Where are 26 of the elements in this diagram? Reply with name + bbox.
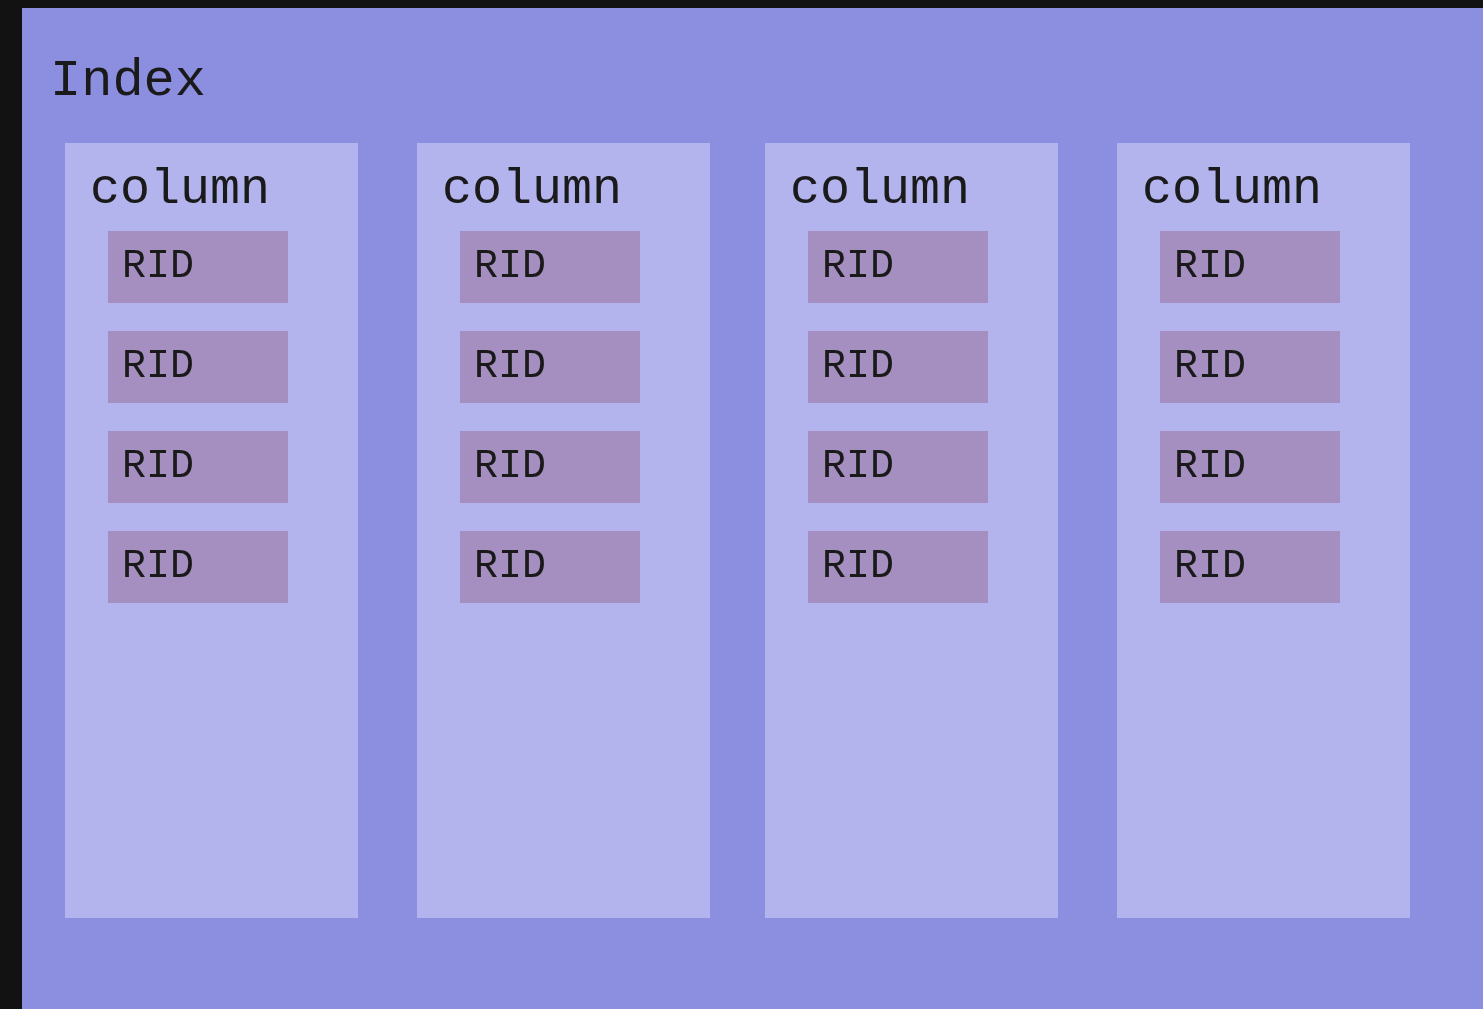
- rid-entry: RID: [808, 531, 988, 603]
- rid-entry: RID: [108, 331, 288, 403]
- rid-entry: RID: [808, 431, 988, 503]
- rid-entry: RID: [808, 331, 988, 403]
- rid-entry: RID: [460, 331, 640, 403]
- rid-entry: RID: [108, 431, 288, 503]
- column-title: column: [1142, 165, 1323, 215]
- column-title: column: [442, 165, 623, 215]
- panel-title: Index: [50, 56, 207, 108]
- column-title: column: [90, 165, 271, 215]
- rid-entry: RID: [460, 431, 640, 503]
- rid-entry: RID: [108, 531, 288, 603]
- rid-entry: RID: [460, 231, 640, 303]
- column-panel: [765, 143, 1058, 918]
- column-title: column: [790, 165, 971, 215]
- index-panel: [22, 8, 1483, 1009]
- rid-entry: RID: [808, 231, 988, 303]
- column-panel: [1117, 143, 1410, 918]
- rid-entry: RID: [1160, 431, 1340, 503]
- rid-entry: RID: [1160, 231, 1340, 303]
- rid-entry: RID: [1160, 531, 1340, 603]
- rid-entry: RID: [108, 231, 288, 303]
- rid-entry: RID: [1160, 331, 1340, 403]
- column-panel: [65, 143, 358, 918]
- column-panel: [417, 143, 710, 918]
- rid-entry: RID: [460, 531, 640, 603]
